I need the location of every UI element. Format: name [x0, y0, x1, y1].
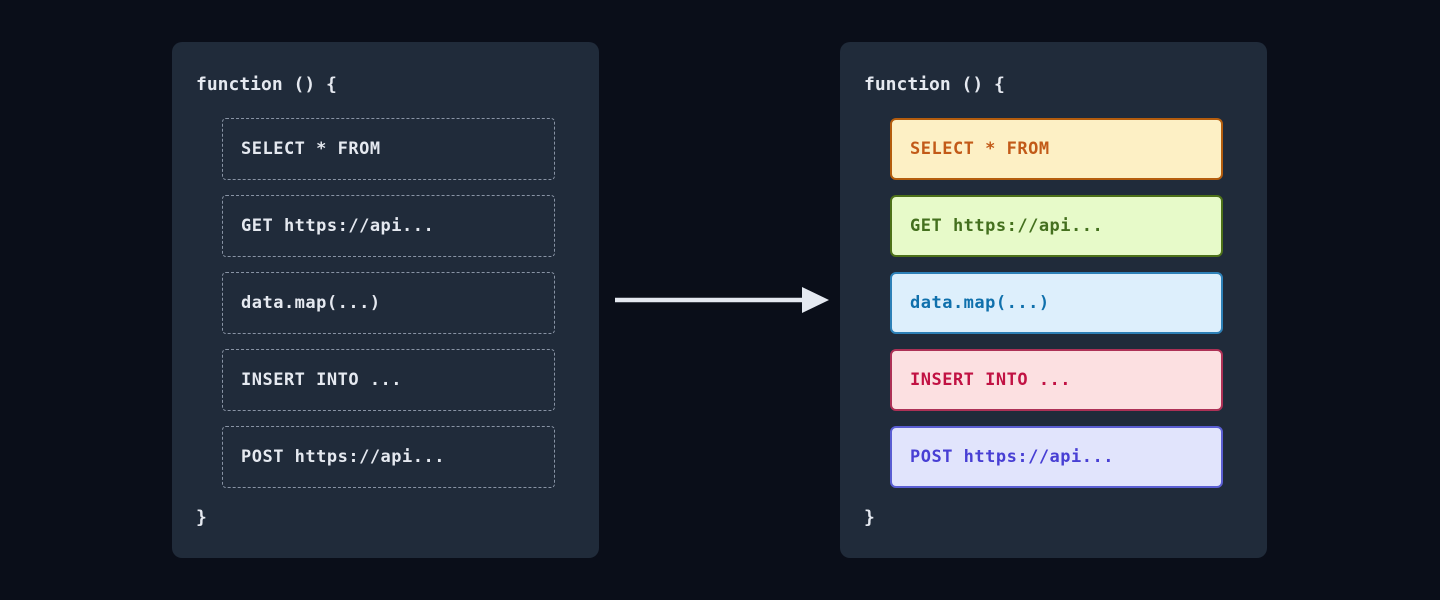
categorized-code-panel: function () { SELECT * FROM GET https://…	[840, 42, 1267, 558]
snippet-list: SELECT * FROM GET https://api... data.ma…	[222, 118, 555, 488]
snippet-box-select: SELECT * FROM	[222, 118, 555, 180]
snippet-label: INSERT INTO ...	[241, 370, 403, 390]
snippet-label: POST https://api...	[910, 447, 1114, 467]
snippet-box-post-http: POST https://api...	[890, 426, 1223, 488]
function-open-line: function () {	[196, 74, 337, 95]
snippet-box-insert-sql: INSERT INTO ...	[890, 349, 1223, 411]
function-open-line: function () {	[864, 74, 1005, 95]
function-close-line: }	[196, 507, 207, 528]
snippet-box-data-map: data.map(...)	[890, 272, 1223, 334]
transform-arrow-icon	[612, 283, 832, 317]
snippet-box-insert: INSERT INTO ...	[222, 349, 555, 411]
snippet-label: POST https://api...	[241, 447, 445, 467]
snippet-label: data.map(...)	[910, 293, 1050, 313]
function-close-line: }	[864, 507, 875, 528]
snippet-label: data.map(...)	[241, 293, 381, 313]
unstructured-code-panel: function () { SELECT * FROM GET https://…	[172, 42, 599, 558]
snippet-label: GET https://api...	[910, 216, 1104, 236]
snippet-box-get: GET https://api...	[222, 195, 555, 257]
snippet-label: SELECT * FROM	[241, 139, 381, 159]
snippet-box-select-sql: SELECT * FROM	[890, 118, 1223, 180]
snippet-label: INSERT INTO ...	[910, 370, 1072, 390]
snippet-label: GET https://api...	[241, 216, 435, 236]
snippet-box-get-http: GET https://api...	[890, 195, 1223, 257]
snippet-list: SELECT * FROM GET https://api... data.ma…	[890, 118, 1223, 488]
snippet-box-post: POST https://api...	[222, 426, 555, 488]
snippet-box-map: data.map(...)	[222, 272, 555, 334]
snippet-label: SELECT * FROM	[910, 139, 1050, 159]
